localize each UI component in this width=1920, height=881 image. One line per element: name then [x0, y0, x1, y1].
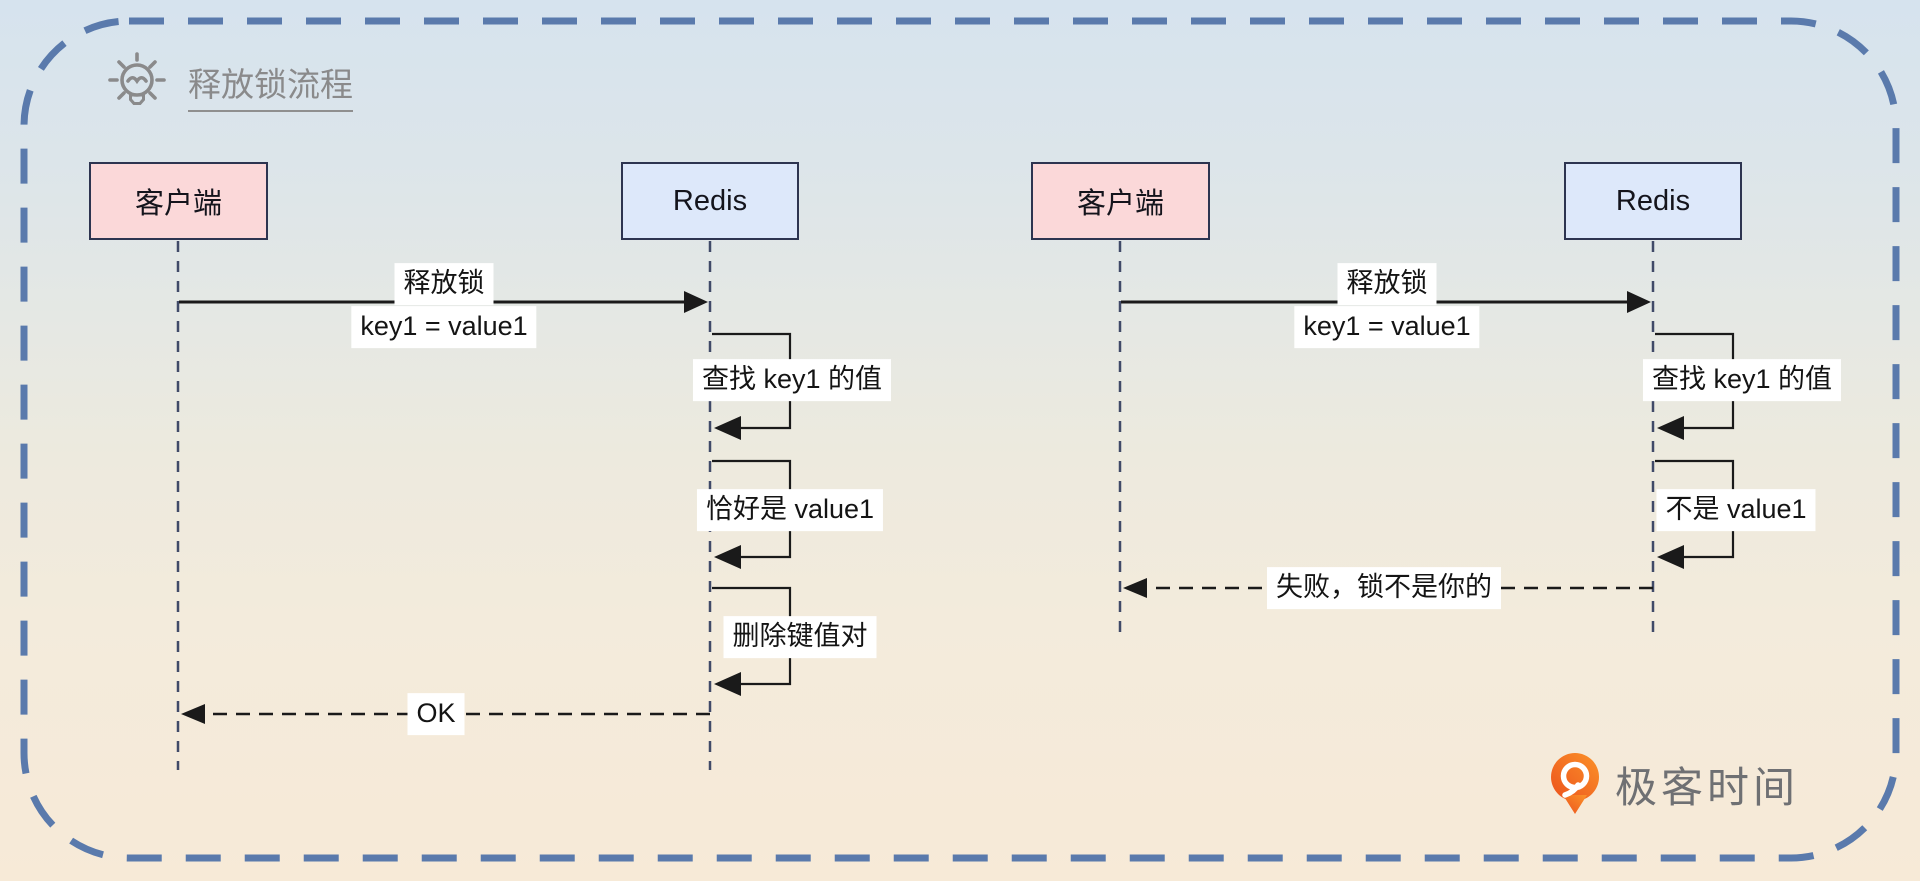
geektime-logo-icon	[1551, 753, 1599, 814]
geektime-logo-text: 极客时间	[1615, 763, 1800, 811]
page-title: 释放锁流程	[188, 58, 353, 112]
actor-box-client-left: 客户端	[89, 162, 268, 240]
actor-box-redis-right: Redis	[1564, 162, 1742, 240]
message-sublabel: key1 = value1	[351, 306, 537, 348]
header: 释放锁流程	[104, 52, 353, 118]
actor-box-redis-left: Redis	[621, 162, 799, 240]
message-label: 释放锁	[1337, 263, 1437, 305]
outer-dashed-border	[20, 17, 1900, 862]
message-sublabel: key1 = value1	[1294, 306, 1480, 348]
message-label: 查找 key1 的值	[1642, 359, 1842, 401]
message-label: OK	[407, 693, 465, 735]
message-label: 不是 value1	[1656, 489, 1816, 531]
actor-box-client-right: 客户端	[1031, 162, 1210, 240]
message-label: 释放锁	[394, 263, 494, 305]
message-label: 查找 key1 的值	[692, 359, 892, 401]
message-label: 恰好是 value1	[696, 489, 884, 531]
lightbulb-icon	[108, 52, 166, 105]
message-label: 失败，锁不是你的	[1267, 567, 1501, 609]
message-label: 删除键值对	[723, 616, 877, 658]
geektime-logo: 极客时间	[1549, 752, 1799, 816]
